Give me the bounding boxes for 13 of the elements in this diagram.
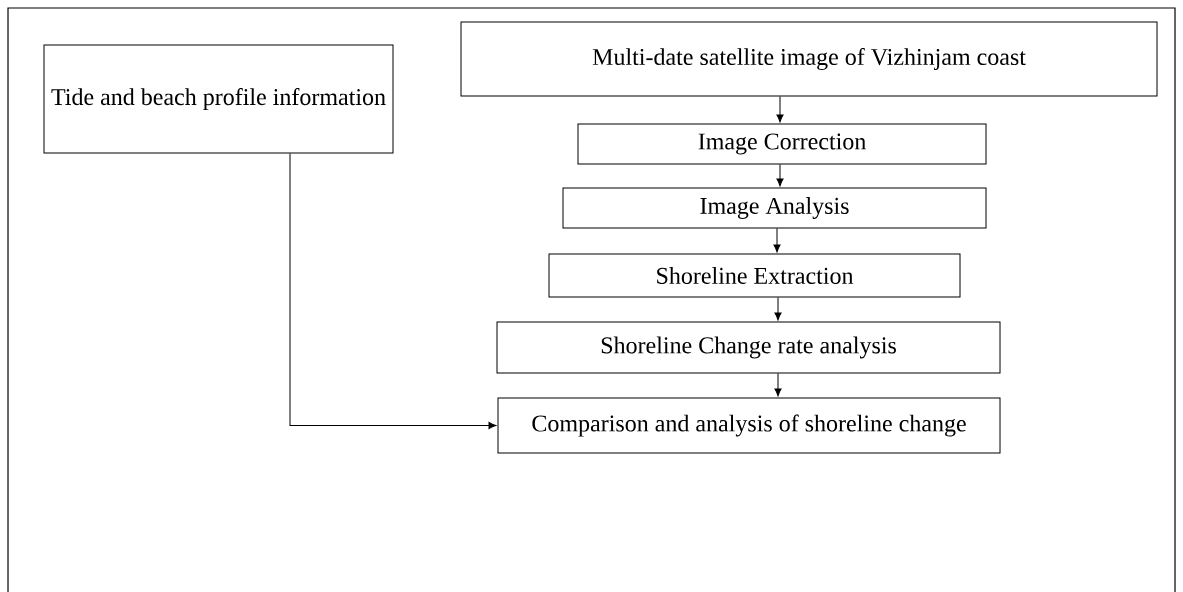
- arrow: [773, 228, 781, 253]
- process-box: Image Correction: [577, 123, 987, 165]
- process-box: Tide and beach profile information: [43, 44, 394, 154]
- arrow: [774, 297, 782, 321]
- process-box: Multi-date satellite image of Vizhinjam coast: [460, 21, 1158, 97]
- arrow: [774, 373, 782, 397]
- process-box: Shoreline Change rate analysis: [496, 321, 1001, 374]
- arrow: [776, 96, 784, 123]
- arrow: [776, 164, 784, 187]
- process-box: Image Analysis: [562, 187, 987, 229]
- arrow: [289, 153, 497, 430]
- process-box: Shoreline Extraction: [548, 253, 961, 298]
- process-box: Comparison and analysis of shoreline change: [497, 397, 1001, 454]
